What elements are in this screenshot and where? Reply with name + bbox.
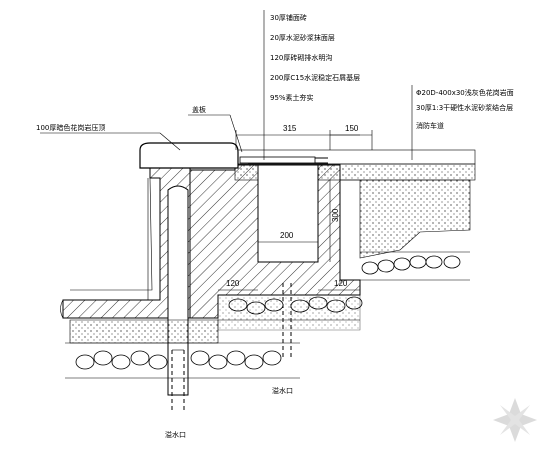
dim-wall-left: 120 bbox=[226, 279, 240, 288]
dim-wall-right: 120 bbox=[334, 279, 348, 288]
left-note: 100厚暗色花岗岩压顶 bbox=[36, 123, 105, 132]
layer-note-1: 30厚铺面砖 bbox=[270, 13, 307, 22]
dim-channel-height: 300 bbox=[331, 208, 340, 222]
dimension-lines bbox=[218, 130, 373, 291]
dim-top-right: 150 bbox=[345, 124, 359, 133]
right-note-3: 消防车道 bbox=[416, 121, 444, 130]
cap-note: 盖板 bbox=[192, 105, 206, 114]
outlet-bottom-label: 溢水口 bbox=[165, 430, 186, 439]
layer-note-4: 200厚C15水泥稳定石屑基层 bbox=[270, 73, 360, 82]
watermark-logo-icon bbox=[493, 398, 537, 442]
layer-note-2: 20厚水泥砂浆抹面层 bbox=[270, 33, 335, 42]
layer-note-5: 95%素土夯实 bbox=[270, 93, 314, 102]
foundation-slab bbox=[69, 294, 361, 344]
leader-lines bbox=[40, 10, 413, 160]
layer-note-3: 120厚砖砌排水明沟 bbox=[270, 53, 332, 62]
dim-top-left: 315 bbox=[283, 124, 297, 133]
channel-opening bbox=[248, 157, 328, 263]
grate-cover bbox=[239, 156, 316, 164]
right-note-2: 30厚1:3干硬性水泥砂浆结合层 bbox=[416, 103, 513, 112]
outlet-right-label: 溢水口 bbox=[272, 386, 293, 395]
right-note-1: Φ20D-400x30浅灰色花岗岩面 bbox=[416, 88, 514, 97]
dim-channel-width: 200 bbox=[280, 231, 294, 240]
